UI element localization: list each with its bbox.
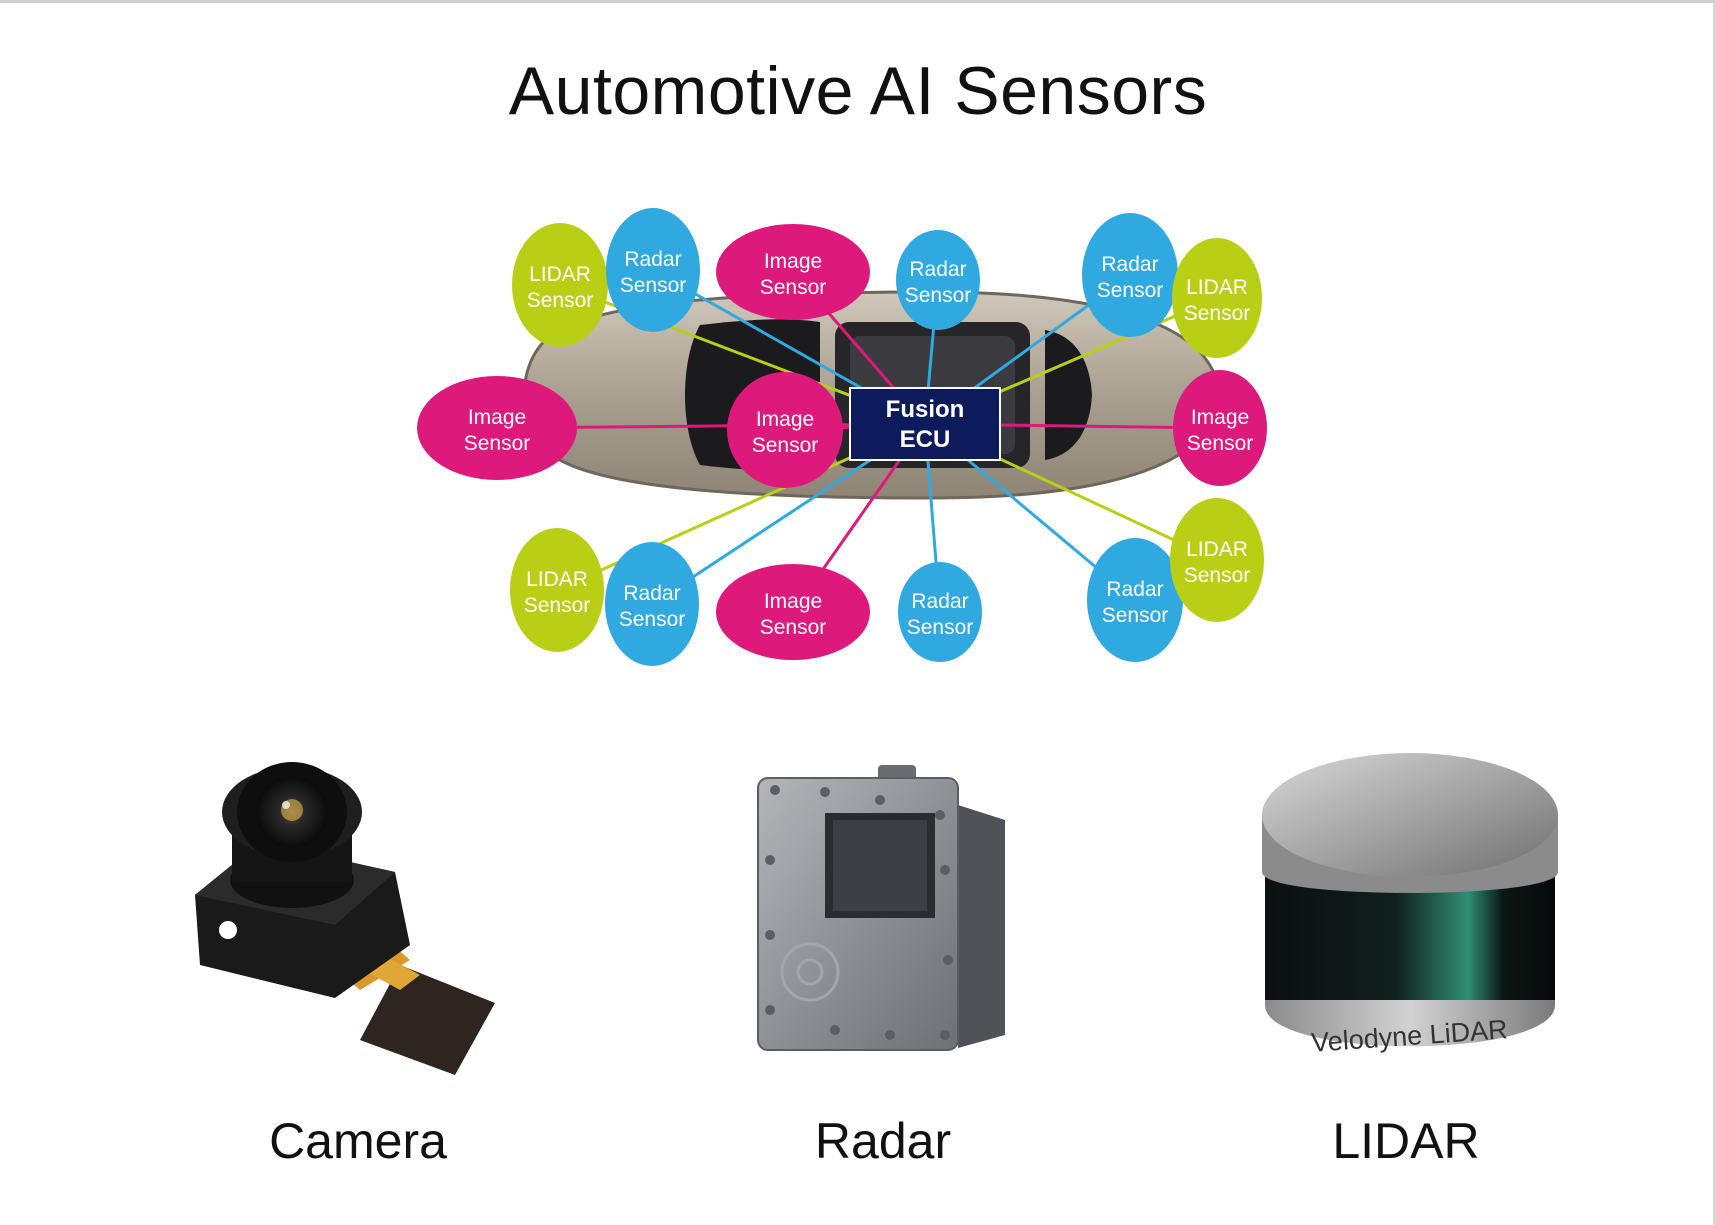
sensor-label-line1: LIDAR (1186, 538, 1248, 561)
sensor-ellipse (606, 208, 700, 332)
sensor-ellipse (898, 562, 982, 662)
sensor-ellipse (1170, 498, 1264, 622)
caption-camera: Camera (269, 1113, 447, 1169)
sensor-label-line2: Sensor (527, 289, 594, 312)
sensor-lidar-rear-right: LIDAR Sensor (1170, 498, 1264, 622)
sensor-label-line2: Sensor (905, 284, 972, 307)
camera-module-image (195, 762, 495, 1075)
sensor-label-line2: Sensor (464, 432, 531, 455)
fusion-ecu-box: Fusion ECU (849, 387, 1001, 461)
sensor-label-line1: Radar (909, 258, 966, 281)
radar-unit-image (757, 765, 1005, 1051)
lidar-unit-image: Velodyne LiDAR (1262, 753, 1558, 1058)
sensor-label-line2: Sensor (1102, 604, 1169, 627)
sensor-label-line2: Sensor (1187, 432, 1254, 455)
sensor-label-line1: Radar (1106, 578, 1163, 601)
sensor-label-line2: Sensor (1184, 564, 1251, 587)
sensor-ellipse (605, 542, 699, 666)
sensor-nodes: LIDARSensorRadarSensorImageSensorRadarSe… (417, 208, 1267, 666)
sensor-label-line2: Sensor (760, 616, 827, 639)
sensor-ellipse (1082, 213, 1178, 337)
sensor-label-line1: Image (1191, 406, 1249, 429)
sensor-ellipse (727, 372, 843, 488)
sensor-label-line1: LIDAR (526, 568, 588, 591)
sensor-label-line1: Radar (1101, 253, 1158, 276)
sensor-ellipse (716, 564, 870, 660)
sensor-ellipse (417, 376, 577, 480)
sensor-label-line1: Radar (623, 582, 680, 605)
sensor-label-line1: LIDAR (1186, 276, 1248, 299)
sensor-ellipse (896, 230, 980, 330)
sensor-ellipse (512, 223, 608, 347)
sensor-ellipse (716, 224, 870, 320)
sensor-label-line2: Sensor (619, 608, 686, 631)
caption-radar: Radar (814, 1113, 952, 1169)
sensor-label-line2: Sensor (1184, 302, 1251, 325)
sensor-label-line1: LIDAR (529, 263, 591, 286)
sensor-label-line2: Sensor (752, 434, 819, 457)
sensor-label-line2: Sensor (620, 274, 687, 297)
sensor-label-line1: Radar (911, 590, 968, 613)
sensor-label-line2: Sensor (1097, 279, 1164, 302)
sensor-lidar-front-right: LIDAR Sensor (510, 528, 604, 652)
sensor-label-line2: Sensor (907, 616, 974, 639)
sensor-lidar-rear-left: LIDAR Sensor (1172, 238, 1262, 358)
sensor-lidar-front-left: LIDAR Sensor (512, 223, 608, 347)
sensor-ellipse (1173, 370, 1267, 486)
sensor-label-line2: Sensor (524, 594, 591, 617)
sensor-ellipse (510, 528, 604, 652)
sensor-ellipse (1172, 238, 1262, 358)
sensor-label-line2: Sensor (760, 276, 827, 299)
caption-lidar: LIDAR (1332, 1113, 1480, 1169)
sensor-label-line1: Image (764, 250, 822, 273)
slide-title: Automotive AI Sensors (508, 53, 1208, 129)
ecu-label-line1: Fusion (886, 396, 965, 423)
sensor-label-line1: Image (756, 408, 814, 431)
sensor-label-line1: Image (764, 590, 822, 613)
ecu-label-line2: ECU (900, 426, 951, 453)
sensor-label-line1: Radar (624, 248, 681, 271)
sensor-ellipse (1087, 538, 1183, 662)
sensor-label-line1: Image (468, 406, 526, 429)
